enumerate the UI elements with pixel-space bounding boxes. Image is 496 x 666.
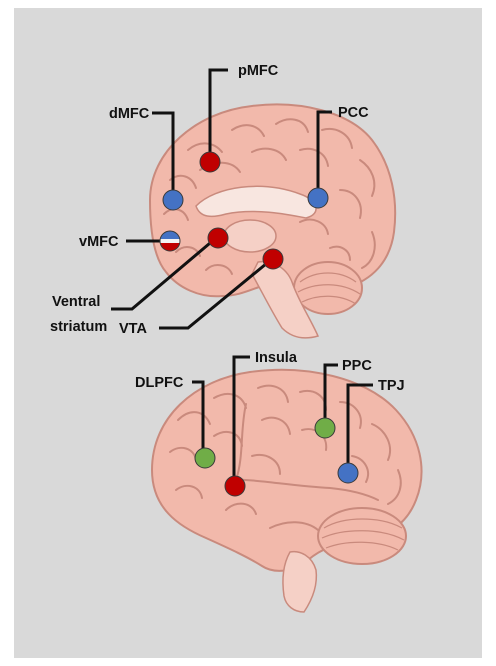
pmfc-marker (200, 152, 220, 172)
thalamus (224, 220, 276, 252)
cerebellum (294, 262, 362, 314)
insula-marker (225, 476, 245, 496)
vmfc-marker (160, 231, 180, 251)
label-pmfc: pMFC (238, 63, 279, 79)
label-insula: Insula (255, 350, 298, 366)
lateral-cerebellum (318, 508, 406, 564)
label-ppc: PPC (342, 358, 372, 374)
label-dmfc: dMFC (109, 106, 150, 122)
dmfc-marker (163, 190, 183, 210)
label-tpj: TPJ (378, 378, 405, 394)
ventral-striatum-marker (208, 228, 228, 248)
tpj-marker (338, 463, 358, 483)
dlpfc-marker (195, 448, 215, 468)
label-vmfc: vMFC (79, 234, 119, 250)
pcc-marker (308, 188, 328, 208)
label-ventral-striatum-line1: Ventral (52, 294, 100, 310)
label-vta: VTA (119, 321, 147, 337)
ppc-marker (315, 418, 335, 438)
label-dlpfc: DLPFC (135, 375, 184, 391)
vta-marker (263, 249, 283, 269)
label-ventral-striatum-line2: striatum (50, 319, 107, 335)
label-pcc: PCC (338, 105, 369, 121)
